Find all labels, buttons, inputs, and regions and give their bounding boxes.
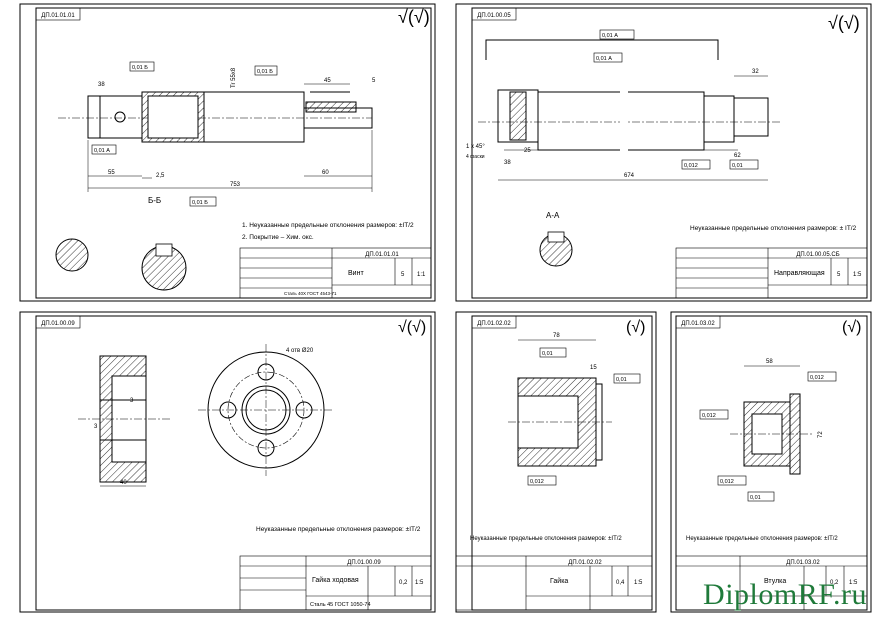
dim-3a: 3 — [130, 398, 134, 404]
dim-72: 72 — [818, 431, 824, 438]
chamfer-count: 4 фаски — [466, 154, 485, 160]
part-mass: 5 — [837, 272, 841, 278]
material: Сталь 45 ГОСТ 1050-74 — [310, 602, 371, 608]
dim-2-5: 2,5 — [156, 173, 165, 179]
tolerance-frame-top: 0,01 А — [602, 33, 618, 39]
note-1: 1. Неуказанные предельные отклонения раз… — [242, 222, 414, 229]
dim-40: 40 — [120, 480, 127, 486]
tolerance-frame-4: 0,01 Б — [192, 200, 208, 206]
stamp-code: ДП.01.00.05.СБ — [796, 252, 839, 258]
part-mass: 0,4 — [616, 580, 625, 586]
part-mass: 5 — [401, 272, 405, 278]
sheet-code: ДП.01.02.02 — [477, 321, 511, 327]
sheet-code: ДП.01.01.01 — [41, 13, 75, 19]
guide-view — [478, 39, 782, 154]
note-2: 2. Покрытие – Хим. окс. — [242, 234, 314, 241]
nut2-section — [508, 377, 612, 467]
sheet-1: ДП.01.01.01 √(√) 753 55 2,5 60 — [19, 3, 436, 302]
tolerance-frame-3: 0,012 — [530, 479, 544, 485]
dim-60: 60 — [322, 170, 329, 176]
stamp-code: ДП.01.00.09 — [347, 560, 381, 566]
nut-section — [78, 355, 170, 483]
tolerance-frame-1: 0,01 — [542, 351, 553, 357]
stamp-code: ДП.01.03.02 — [786, 560, 820, 566]
dim-15: 15 — [590, 365, 597, 371]
material: Сталь 40Х ГОСТ 4543-71 — [284, 291, 337, 296]
note-1: Неуказанные предельные отклонения размер… — [686, 536, 838, 542]
section-label: Б-Б — [148, 196, 161, 205]
sheet-code: ДП.01.00.09 — [41, 321, 75, 327]
dimension-lines — [87, 83, 373, 192]
tolerance-frame-2: 0,01 Б — [132, 65, 148, 71]
part-scale: 1:5 — [853, 272, 862, 278]
tolerance-frame-3: 0,012 — [684, 163, 698, 169]
sheet-code: ДП.01.03.02 — [681, 321, 715, 327]
holes-label: 4 отв Ø20 — [286, 348, 314, 354]
tolerance-frame-1: 0,01 Б — [257, 69, 273, 75]
stamp-code: ДП.01.02.02 — [568, 560, 602, 566]
title-block-5 — [675, 555, 868, 611]
section-label: А-А — [546, 211, 560, 220]
dim-total-length: 753 — [230, 182, 241, 188]
watermark-logo: DiplomRF.ru — [703, 578, 867, 611]
dim-674: 674 — [624, 173, 635, 179]
roughness-mark: (√) — [842, 319, 861, 336]
sheet-code: ДП.01.00.05 — [477, 13, 511, 19]
dim-78: 78 — [553, 333, 560, 339]
part-title: Направляющая — [774, 270, 825, 277]
part-title: Втулка — [764, 578, 786, 585]
dim-3b: 3 — [94, 424, 98, 430]
note-1: Неуказанные предельные отклонения размер… — [690, 225, 857, 232]
dim-58: 58 — [766, 359, 773, 365]
title-block-1 — [239, 247, 432, 299]
tolerance-frame-4: 0,01 — [732, 163, 743, 169]
sheet-5: ДП.01.03.02 (√) 58 72 0,012 0,012 0,012 … — [670, 311, 872, 613]
nut-front-view — [198, 344, 334, 476]
part-title: Гайка — [550, 577, 568, 585]
part-mass: 0,2 — [399, 580, 408, 586]
title-block-2 — [675, 247, 868, 299]
part-scale: 1:5 — [415, 580, 424, 586]
tolerance-frame-3: 0,01 А — [94, 148, 110, 154]
tolerance-frame-2: 0,01 — [616, 377, 627, 383]
part-title: Винт — [348, 270, 364, 277]
dim-38: 38 — [98, 82, 105, 88]
title-block-4 — [455, 555, 653, 611]
part-scale: 1:5 — [634, 580, 643, 586]
dim-62: 62 — [734, 153, 741, 159]
roughness-mark: √(√) — [828, 13, 860, 33]
dimension-lines — [498, 75, 768, 181]
part-scale: 1:5 — [849, 580, 858, 586]
part-mass: 0,2 — [830, 580, 839, 586]
dim-32: 32 — [752, 69, 759, 75]
title-block-3 — [239, 555, 432, 611]
roughness-mark: √(√) — [398, 319, 426, 336]
sheet-2: ДП.01.00.05 √(√) 0,01 А 674 25 38 32 62 … — [455, 3, 872, 302]
tolerance-frame-1: 0,012 — [810, 375, 824, 381]
dim-5: 5 — [372, 78, 376, 84]
dim-55: 55 — [108, 170, 115, 176]
part-title: Гайка ходовая — [312, 576, 359, 584]
stamp-code: ДП.01.01.01 — [365, 252, 399, 258]
dim-25: 25 — [524, 148, 531, 154]
note-1: Неуказанные предельные отклонения размер… — [470, 536, 622, 542]
chamfer-label: 1 x 45° — [466, 144, 485, 150]
sheet-3: ДП.01.00.09 √(√) 40 3 3 4 отв Ø20 Неуказ… — [19, 311, 436, 613]
screw-view — [58, 91, 373, 143]
tolerance-frame-2: 0,012 — [702, 413, 716, 419]
part-scale: 1:1 — [417, 272, 426, 278]
bushing-section — [730, 393, 812, 475]
note-1: Неуказанные предельные отклонения размер… — [256, 526, 421, 533]
tolerance-frame-3: 0,012 — [720, 479, 734, 485]
roughness-mark: √(√) — [398, 7, 430, 27]
sheet-4: ДП.01.02.02 (√) 78 15 0,01 0,01 0,012 Не… — [455, 311, 657, 613]
roughness-mark: (√) — [626, 319, 645, 336]
tolerance-frame-4: 0,01 — [750, 495, 761, 501]
dim-45: 45 — [324, 78, 331, 84]
thread-label: Tr 55x8 — [231, 67, 237, 88]
tolerance-frame-2: 0,01 А — [596, 56, 612, 62]
detail-circle — [55, 238, 89, 272]
dim-38: 38 — [504, 160, 511, 166]
